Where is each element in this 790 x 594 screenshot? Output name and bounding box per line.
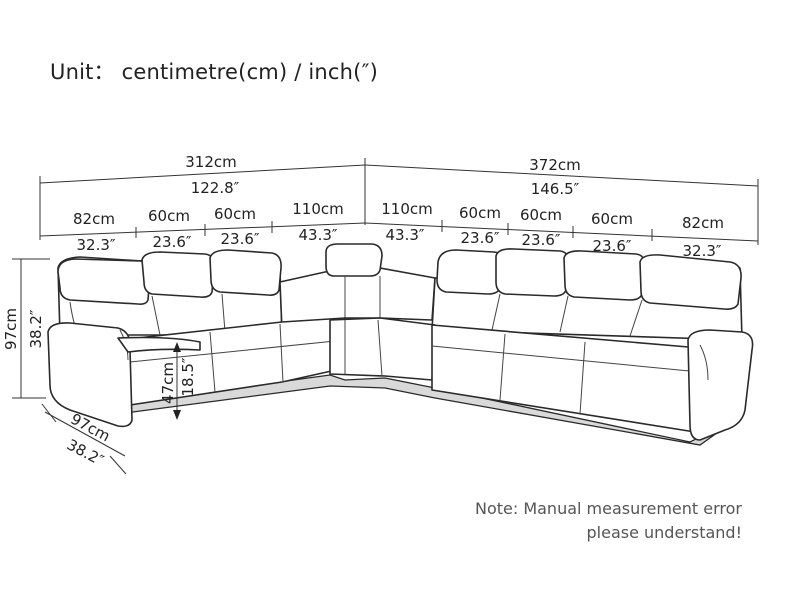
segment-4-in-label: 43.3″ [298, 226, 337, 244]
segment-1-in-label: 32.3″ [76, 236, 115, 254]
measurement-note: Note: Manual measurement error please un… [475, 497, 742, 545]
segment-5-cm-label: 110cm [381, 200, 433, 218]
segment-9-in-label: 32.3″ [682, 242, 721, 260]
segment-8-in-label: 23.6″ [592, 237, 631, 255]
segment-3-in-label: 23.6″ [220, 230, 259, 248]
corner-seat [329, 317, 436, 381]
headrest-2 [141, 251, 215, 298]
segment-1-cm-label: 82cm [73, 210, 115, 228]
seat-height-cm-label: 47cm [159, 362, 177, 404]
height-dimension [12, 258, 50, 399]
headrest-4 [436, 249, 504, 295]
segment-2-cm-label: 60cm [148, 207, 190, 225]
top-dimension-lines [39, 158, 759, 245]
segment-2-in-label: 23.6″ [152, 233, 191, 251]
headrest-1 [57, 258, 151, 305]
note-line-2: please understand! [586, 523, 743, 542]
segment-8-cm-label: 60cm [591, 210, 633, 228]
headrest-6 [563, 250, 646, 301]
headrest-5 [495, 248, 570, 297]
height-cm-label: 97cm [2, 308, 20, 350]
height-in-label: 38.2″ [27, 309, 45, 348]
segment-5-in-label: 43.3″ [385, 226, 424, 244]
corner-headrest [325, 243, 383, 277]
left-armrest [47, 322, 133, 428]
segment-6-in-label: 23.6″ [460, 229, 499, 247]
segment-7-in-label: 23.6″ [521, 231, 560, 249]
depth-dimension [41, 403, 127, 475]
headrest-7 [639, 254, 742, 310]
right-total-cm-label: 372cm [529, 156, 581, 174]
right-total-in-label: 146.5″ [531, 180, 580, 198]
headrest-3 [209, 249, 282, 296]
left-total-cm-label: 312cm [185, 153, 237, 171]
sectional-sofa-drawing [47, 243, 754, 446]
left-arm-front [117, 336, 201, 353]
seat-height-dimension [173, 342, 181, 420]
segment-3-cm-label: 60cm [214, 205, 256, 223]
segment-9-cm-label: 82cm [682, 214, 724, 232]
segment-6-cm-label: 60cm [459, 204, 501, 222]
note-line-1: Note: Manual measurement error [474, 499, 742, 518]
segment-7-cm-label: 60cm [520, 206, 562, 224]
left-total-in-label: 122.8″ [191, 179, 240, 197]
right-armrest [687, 329, 754, 441]
segment-4-cm-label: 110cm [292, 200, 344, 218]
seat-height-in-label: 18.5″ [179, 357, 197, 396]
unit-title: Unit： centimetre(cm) / inch(″) [50, 60, 379, 84]
